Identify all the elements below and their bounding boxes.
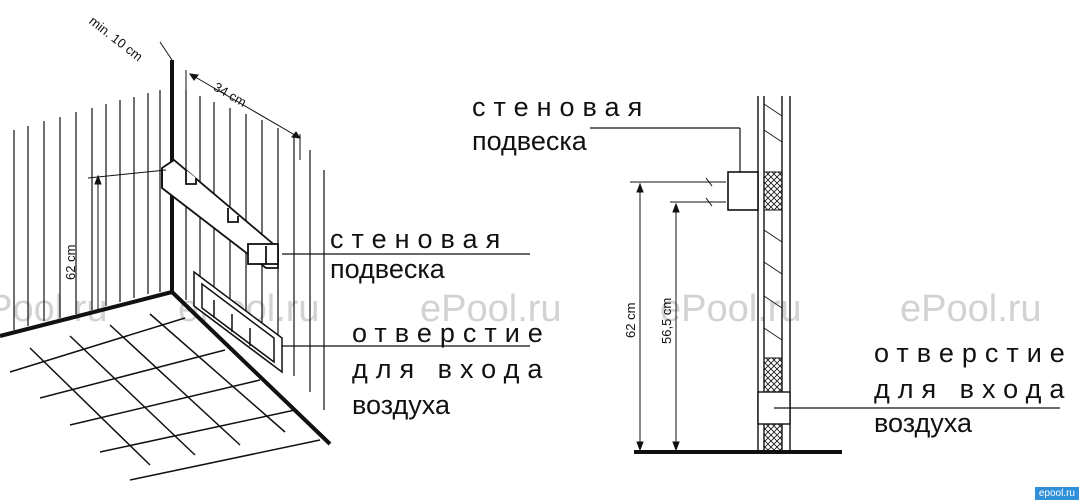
- back-wall-planks: [13, 90, 161, 330]
- section-opening-label-line3: воздуха: [874, 408, 973, 438]
- height-dimension-left: [87, 169, 167, 312]
- opening-label-line2: для входа: [352, 354, 551, 384]
- floor-grid: [9, 313, 321, 481]
- height-dimension-56-5-label: 56,5 cm: [659, 297, 674, 344]
- watermark: ePool.ru: [420, 288, 562, 330]
- hanger-label-word2: подвеска: [330, 254, 445, 284]
- height-dimension-left-label: 62 cm: [63, 244, 78, 280]
- watermark: ePool.ru: [660, 288, 802, 330]
- width-dimension: [185, 70, 302, 160]
- section-hanger-label-word2: подвеска: [472, 126, 587, 156]
- section-view: [590, 96, 1060, 454]
- height-dimension-56-5: [670, 197, 726, 452]
- height-dimension-62-label: 62 cm: [623, 302, 638, 338]
- opening-label-line3: воздуха: [352, 390, 451, 420]
- wall-hanger-section: [727, 171, 759, 211]
- hanger-label-word1: стеновая: [330, 224, 509, 254]
- opening-label-line1: отверстие: [352, 318, 551, 348]
- isometric-view: [0, 41, 530, 481]
- section-hanger-label-word1: стеновая: [472, 92, 651, 122]
- section-opening-label-line2: для входа: [874, 374, 1073, 404]
- air-inlet-opening-iso: [193, 270, 283, 374]
- wall-hanger-iso: [161, 158, 279, 269]
- watermark: ePool.ru: [900, 288, 1042, 330]
- height-dimension-62: [630, 177, 726, 452]
- site-logo: epool.ru: [1034, 487, 1079, 500]
- section-opening-label-line1: отверстие: [874, 338, 1073, 368]
